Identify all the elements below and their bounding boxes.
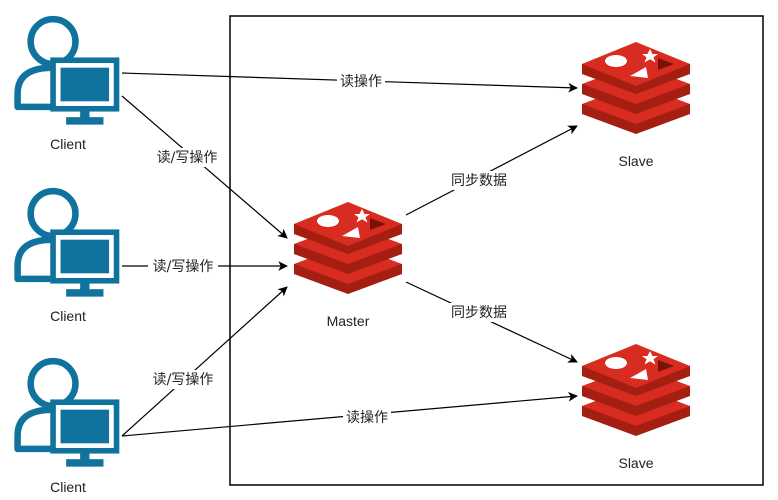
- redis-icon: [582, 344, 690, 436]
- redis-icon: [582, 42, 690, 134]
- edge-label-sync-bottom: 同步数据: [447, 303, 511, 322]
- edge-label-text: 读/写操作: [153, 258, 214, 275]
- slave-label: Slave: [618, 153, 653, 169]
- edge-label-sync-top: 同步数据: [447, 171, 511, 190]
- edge-label-text: 读/写操作: [157, 149, 218, 166]
- edge-bottom-client-to-master: [121, 286, 288, 437]
- edge-label-text: 读操作: [340, 73, 382, 90]
- edge-master-to-slave-top: [405, 125, 578, 216]
- redis-icon: [294, 202, 402, 294]
- master-node: Master: [294, 202, 402, 329]
- edge-label-text: 读/写操作: [153, 371, 214, 388]
- edge-label-top-read: 读操作: [337, 72, 385, 91]
- client-label: Client: [50, 479, 86, 495]
- master-label: Master: [327, 313, 370, 329]
- slave-label: Slave: [618, 455, 653, 471]
- slave-node-top: Slave: [582, 42, 690, 169]
- slave-node-bottom: Slave: [582, 344, 690, 471]
- edge-label-bottom-rw: 读/写操作: [148, 370, 218, 389]
- client-node-mid: Client: [18, 191, 117, 324]
- edge-label-top-rw: 读/写操作: [152, 148, 222, 167]
- edge-label-bottom-read: 读操作: [343, 408, 391, 427]
- edge-label-text: 同步数据: [451, 173, 507, 189]
- user-computer-icon: [18, 361, 117, 466]
- user-computer-icon: [18, 19, 117, 124]
- client-label: Client: [50, 136, 86, 152]
- edge-label-text: 读操作: [346, 409, 388, 426]
- client-node-bottom: Client: [18, 361, 117, 495]
- edge-label-mid-rw: 读/写操作: [148, 257, 218, 276]
- user-computer-icon: [18, 191, 117, 296]
- boundary-box: [229, 15, 764, 486]
- edge-label-text: 同步数据: [451, 305, 507, 321]
- client-node-top: Client: [18, 19, 117, 152]
- client-label: Client: [50, 308, 86, 324]
